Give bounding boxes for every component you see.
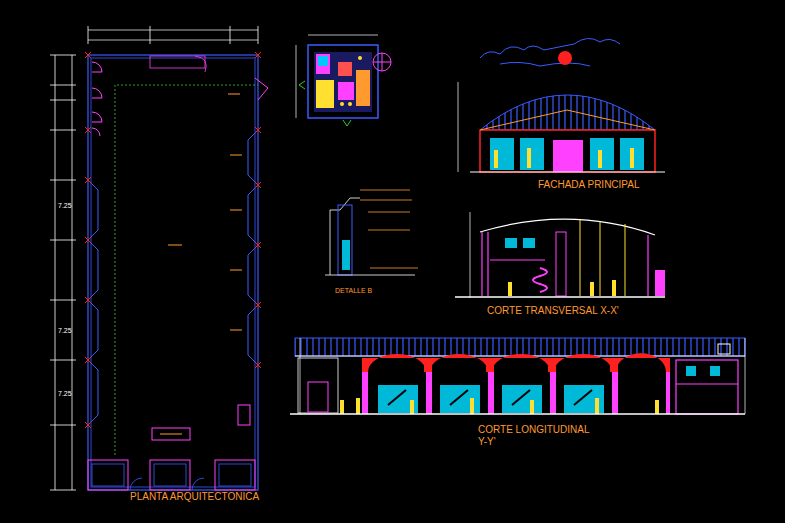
main-facade	[458, 38, 665, 172]
dimension-text: 7.25	[58, 390, 72, 398]
view-title: PLANTA ARQUITECTONICA	[130, 491, 259, 503]
detail-title: DETALLE B	[335, 287, 372, 295]
dimension-text: 7.25	[58, 327, 72, 335]
view-title: FACHADA PRINCIPAL	[538, 179, 640, 191]
longitudinal-section	[290, 338, 745, 414]
cross-section	[455, 212, 665, 298]
upper-floor-plan	[296, 35, 391, 126]
view-title: CORTE LONGITUDINAL Y-Y'	[478, 424, 600, 448]
floor-plan	[50, 26, 268, 490]
dimension-text: 7.25	[58, 202, 72, 210]
view-title: CORTE TRANSVERSAL X-X'	[487, 305, 619, 317]
detail-b	[325, 190, 418, 275]
